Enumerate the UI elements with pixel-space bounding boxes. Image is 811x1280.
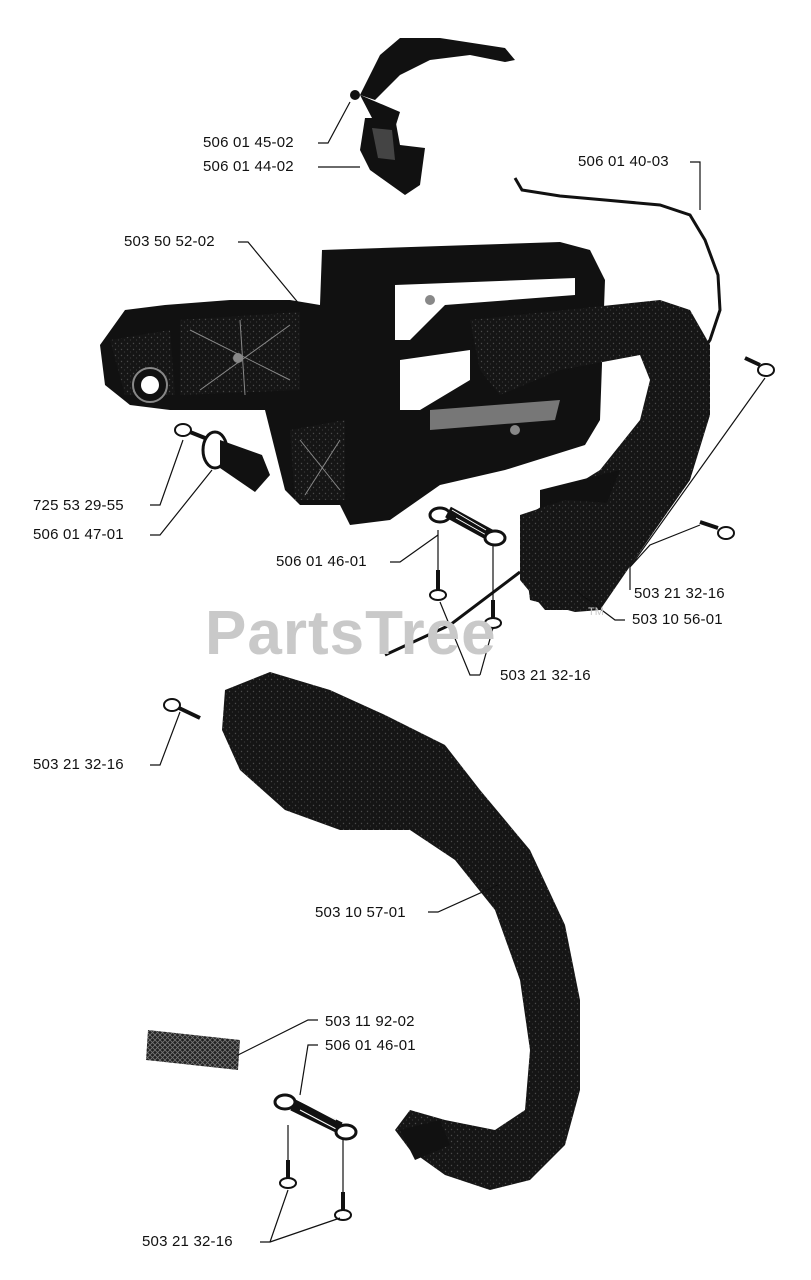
front-handle-part	[222, 672, 580, 1190]
screw-bottom-left-part	[279, 1160, 297, 1189]
part-label-503-21-32-16-right[interactable]: 503 21 32-16	[634, 585, 725, 602]
handle-housing-part	[100, 242, 605, 525]
part-label-506-01-47-01[interactable]: 506 01 47-01	[33, 526, 124, 543]
spring-lower-part	[273, 1093, 358, 1141]
leader-lines	[150, 101, 766, 1243]
screw-upper-right-part	[744, 356, 775, 377]
part-label-503-21-32-16-left[interactable]: 503 21 32-16	[33, 756, 124, 773]
screw-spring-left-part	[429, 570, 447, 601]
throttle-lever-part	[350, 38, 515, 128]
part-label-503-21-32-16-center[interactable]: 503 21 32-16	[500, 667, 591, 684]
cover-plate-part	[520, 500, 640, 610]
part-label-506-01-46-01-lower[interactable]: 506 01 46-01	[325, 1037, 416, 1054]
part-label-725-53-29-55[interactable]: 725 53 29-55	[33, 497, 124, 514]
part-label-506-01-40-03[interactable]: 506 01 40-03	[578, 153, 669, 170]
throttle-rod-part	[513, 177, 722, 356]
decal-part	[146, 1030, 240, 1070]
part-label-503-21-32-16-bottom[interactable]: 503 21 32-16	[142, 1233, 233, 1250]
part-label-503-50-52-02[interactable]: 503 50 52-02	[124, 233, 215, 250]
watermark: PartsTree	[205, 599, 497, 668]
part-label-506-01-46-01-upper[interactable]: 506 01 46-01	[276, 553, 367, 570]
part-label-503-10-57-01[interactable]: 503 10 57-01	[315, 904, 406, 921]
part-label-506-01-44-02[interactable]: 506 01 44-02	[203, 158, 294, 175]
part-label-503-10-56-01[interactable]: 503 10 56-01	[632, 611, 723, 628]
part-label-503-11-92-02[interactable]: 503 11 92-02	[325, 1013, 415, 1030]
buffer-part	[201, 430, 270, 492]
screw-bottom-right-part	[334, 1192, 352, 1221]
watermark-trademark: TM	[588, 606, 604, 618]
screw-middle-right-part	[699, 520, 735, 540]
throttle-trigger-part	[360, 118, 425, 195]
screw-left-part	[174, 423, 206, 440]
part-label-506-01-45-02[interactable]: 506 01 45-02	[203, 134, 294, 151]
spring-upper-part	[428, 506, 507, 547]
screw-front-handle-part	[163, 698, 201, 720]
